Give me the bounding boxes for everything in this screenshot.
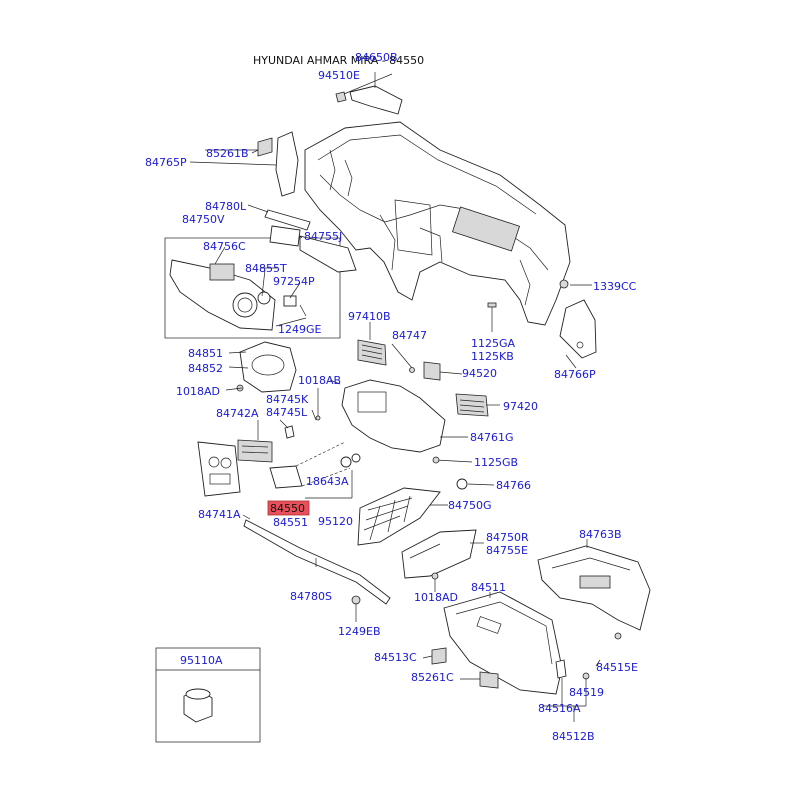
- label-84761g: 84761G: [470, 431, 514, 444]
- bolt-1249eb: [351, 595, 361, 622]
- side-cover-right: [559, 299, 597, 359]
- label-84766: 84766: [496, 479, 531, 492]
- clock-94520: [391, 343, 441, 381]
- label-1018ab: 1018AB: [298, 374, 341, 387]
- label-1125gb: 1125GB: [474, 456, 518, 469]
- label-84515e: 84515E: [596, 661, 638, 674]
- clip-84745: [279, 419, 295, 439]
- label-1249ge: 1249GE: [278, 323, 322, 336]
- lower-panel-84750g: [357, 487, 441, 546]
- highlight-84550: [267, 500, 310, 516]
- detail-box-95110a: [155, 647, 261, 743]
- label-18643a: 18643A: [306, 475, 349, 488]
- label-97410b: 97410B: [348, 310, 391, 323]
- label-94520: 94520: [462, 367, 497, 380]
- label-84780s: 84780S: [290, 590, 332, 603]
- air-vent-97420: [455, 393, 489, 417]
- label-84742a: 84742A: [216, 407, 259, 420]
- label-84750v: 84750V: [182, 213, 225, 226]
- air-vent-97410b: [357, 339, 387, 366]
- leader-lines: [205, 73, 601, 707]
- label-1249eb: 1249EB: [338, 625, 381, 638]
- side-cover-left: [189, 131, 299, 197]
- tray-84742a: [237, 439, 273, 463]
- trim-strip-84780s: [243, 519, 391, 605]
- screw-1018ab: [315, 388, 321, 421]
- glovebox-hardware: [555, 659, 590, 722]
- center-garnish: [197, 441, 241, 497]
- label-84516a: 84516A: [538, 702, 581, 715]
- label-84855t: 84855T: [245, 262, 287, 275]
- label-84780l: 84780L: [205, 200, 247, 213]
- label-84756c: 84756C: [203, 240, 246, 253]
- part-labels: 94510E 84765P 85261B 84780L 84750V 84755…: [145, 69, 638, 743]
- overlap-label: 84650B: [355, 51, 398, 64]
- label-95110a: 95110A: [180, 654, 223, 667]
- label-84755j: 84755J: [304, 230, 342, 243]
- label-84763b: 84763B: [579, 528, 622, 541]
- label-84765p: 84765P: [145, 156, 187, 169]
- glovebox-84511: [431, 591, 563, 695]
- label-84747: 84747: [392, 329, 427, 342]
- label-84551: 84551: [273, 516, 308, 529]
- label-84512b: 84512B: [552, 730, 595, 743]
- label-1125ga: 1125GA: [471, 337, 516, 350]
- diagram-title: HYUNDAI AHMAR MIRA - 84550: [253, 54, 424, 67]
- label-85261b: 85261B: [206, 147, 249, 160]
- label-1125kb: 1125KB: [471, 350, 514, 363]
- label-84741a: 84741A: [198, 508, 241, 521]
- bolt-1125ga: [487, 302, 497, 332]
- center-fascia-panel: [329, 379, 446, 453]
- glovebox-housing: [537, 545, 651, 640]
- label-84750g: 84750G: [448, 499, 492, 512]
- label-84755e: 84755E: [486, 544, 528, 557]
- label-84550: 84550: [270, 502, 305, 515]
- cover-strip-84780L: [247, 204, 311, 231]
- label-1339cc: 1339CC: [593, 280, 637, 293]
- label-84852: 84852: [188, 362, 223, 375]
- crash-pad-main: [304, 121, 571, 326]
- label-84745l: 84745L: [266, 406, 308, 419]
- label-1018ad-b: 1018AD: [414, 591, 458, 604]
- bolt-1125gb: [432, 456, 473, 464]
- cluster-hood: [225, 341, 297, 393]
- label-84745k: 84745K: [266, 393, 309, 406]
- cap-84766: [456, 478, 495, 490]
- label-84766p: 84766P: [554, 368, 596, 381]
- defroster-nozzle: [335, 72, 403, 115]
- label-85261c: 85261C: [411, 671, 454, 684]
- label-97254p: 97254P: [273, 275, 315, 288]
- label-84511: 84511: [471, 581, 506, 594]
- label-84519: 84519: [569, 686, 604, 699]
- box-84550: [269, 441, 351, 489]
- socket-95120: [305, 453, 361, 499]
- label-97420: 97420: [503, 400, 538, 413]
- lower-cover-84750r: [401, 529, 477, 592]
- label-1018ad-a: 1018AD: [176, 385, 220, 398]
- bolt-1339cc: [559, 279, 592, 289]
- center-fascia-group: [164, 225, 357, 339]
- label-84851: 84851: [188, 347, 223, 360]
- label-95120: 95120: [318, 515, 353, 528]
- label-94510e: 94510E: [318, 69, 360, 82]
- label-84750r: 84750R: [486, 531, 529, 544]
- label-84513c: 84513C: [374, 651, 417, 664]
